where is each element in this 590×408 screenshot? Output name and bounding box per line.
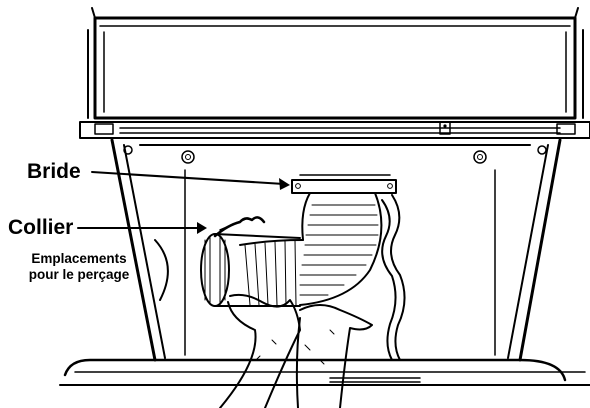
hood-base bbox=[59, 358, 590, 386]
bride-leader-line bbox=[91, 171, 285, 185]
drilling-locations-label: Emplacements pour le perçage bbox=[8, 251, 150, 283]
hood-canopy bbox=[79, 7, 590, 139]
bride-label: Bride bbox=[27, 160, 81, 183]
collier-label: Collier bbox=[8, 216, 74, 239]
drilling-locations-line1: Emplacements bbox=[31, 251, 127, 266]
hood-sides bbox=[110, 138, 562, 362]
flange-part bbox=[291, 174, 397, 194]
bride-arrowhead bbox=[279, 178, 290, 190]
leader-lines bbox=[77, 171, 290, 234]
collier-arrowhead bbox=[197, 222, 207, 234]
drilling-locations-line2: pour le perçage bbox=[28, 267, 130, 282]
flexible-duct bbox=[200, 192, 406, 361]
hands-illustration bbox=[219, 293, 373, 408]
clamp-part bbox=[213, 216, 266, 238]
